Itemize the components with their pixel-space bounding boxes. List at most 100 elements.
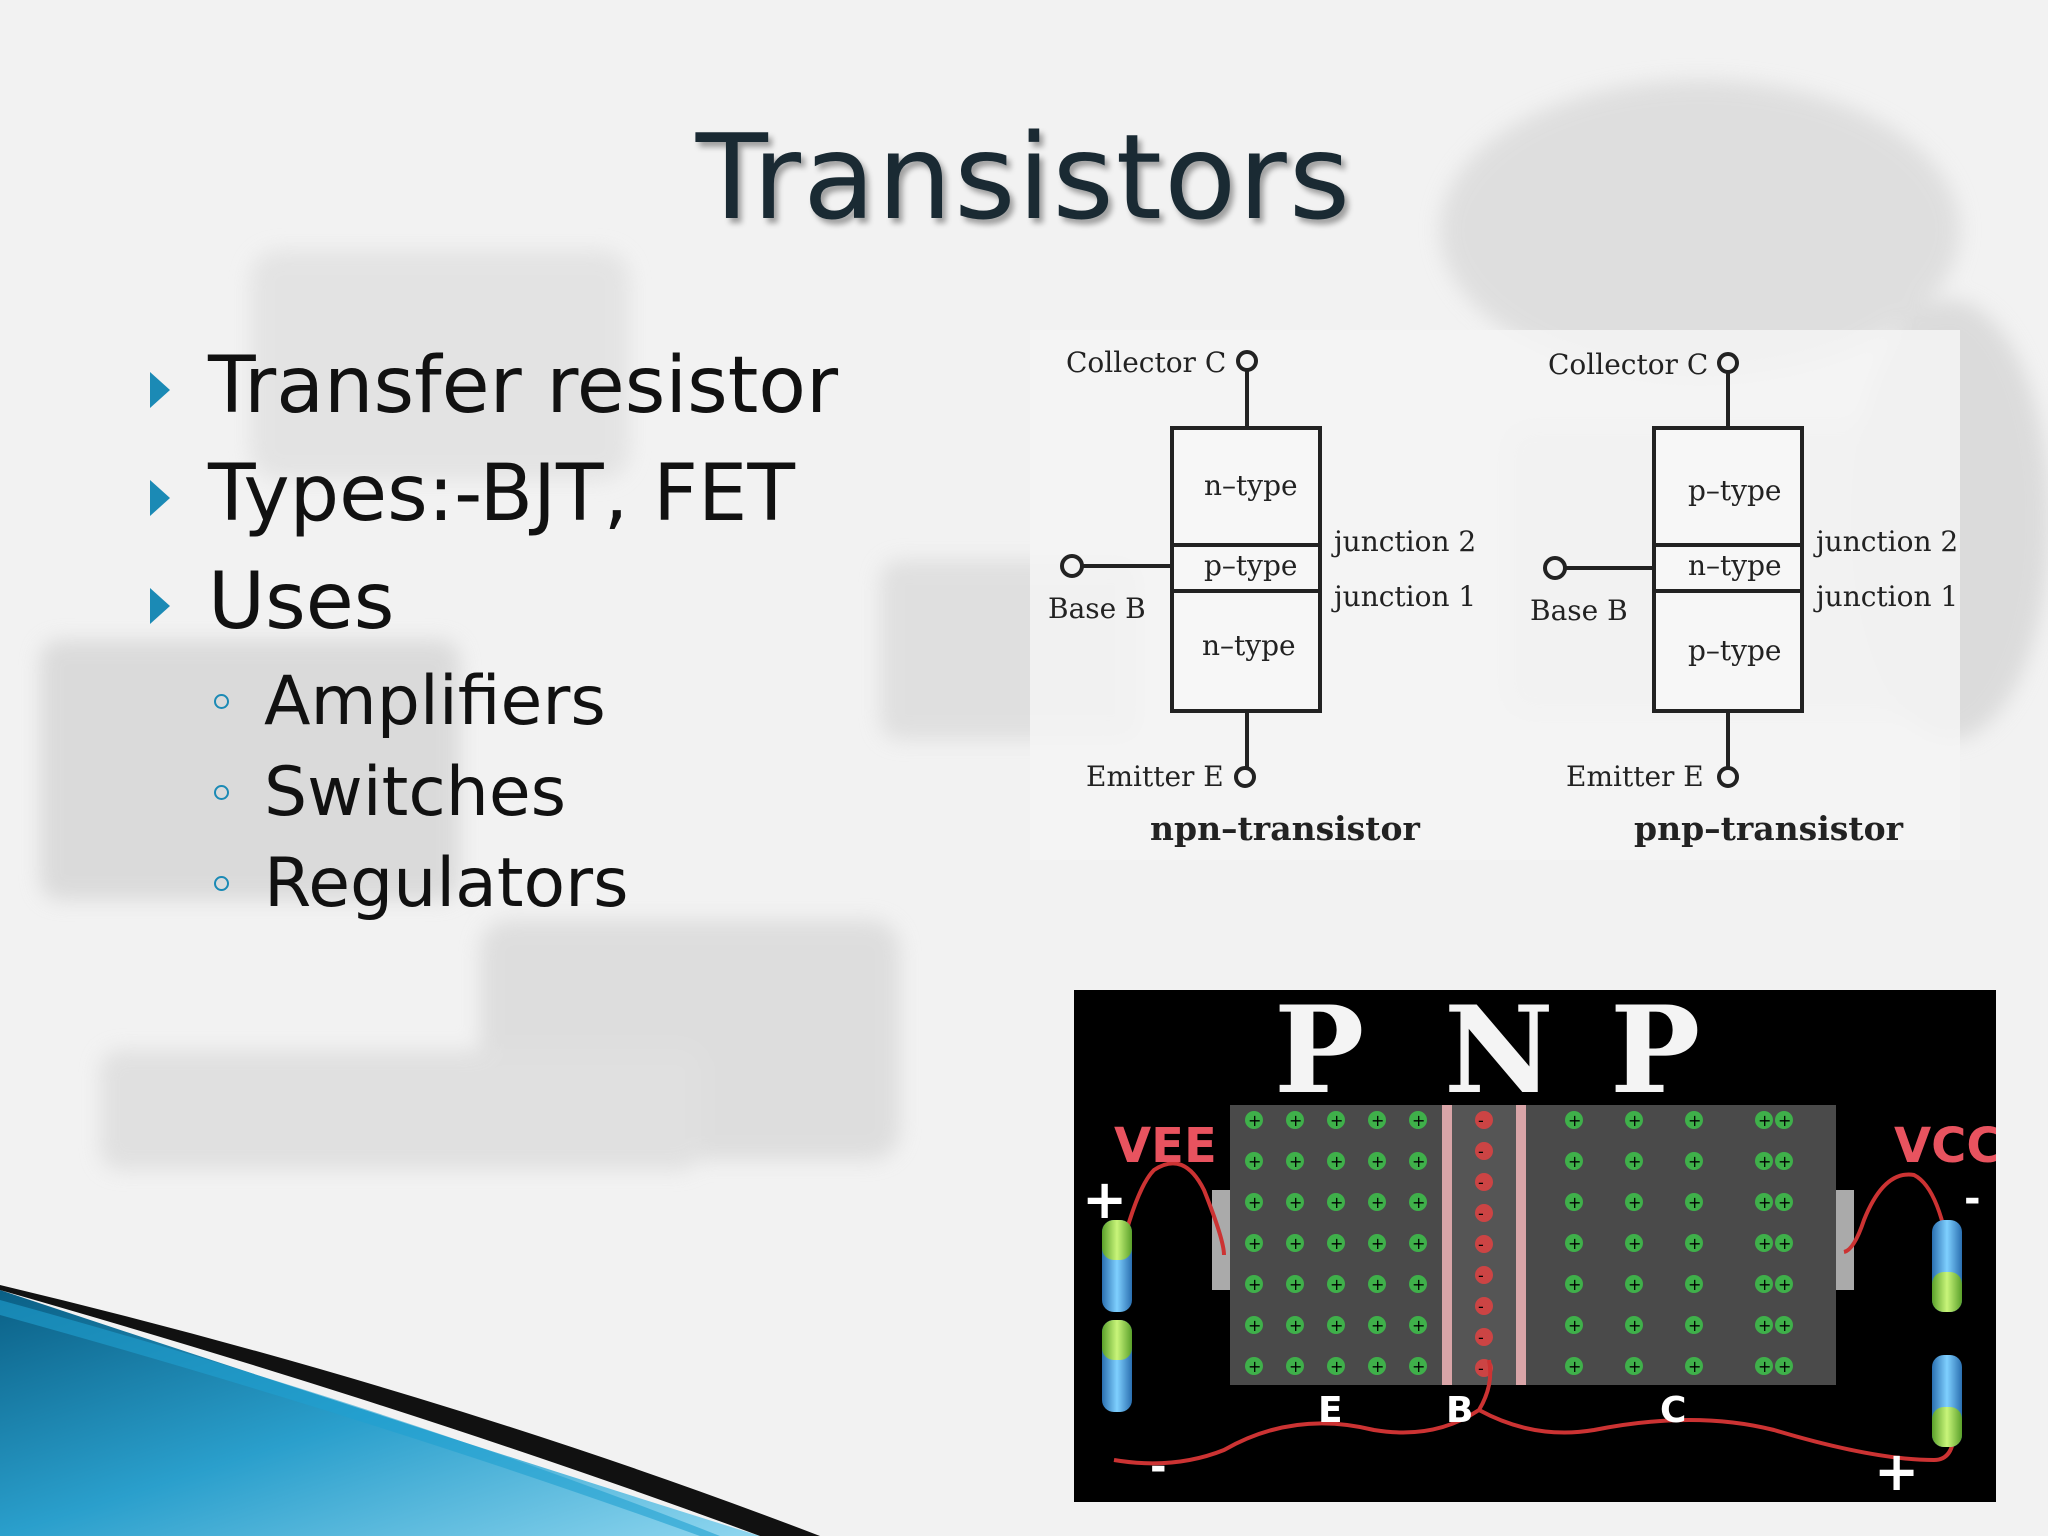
minus-sign-icon: - — [1150, 1444, 1167, 1490]
charge-sign-icon: + — [1778, 1357, 1791, 1376]
bullet-text: Types:-BJT, FET — [208, 449, 795, 539]
electron-carriers: --------- — [1475, 1111, 1493, 1378]
hole-icon — [1245, 1152, 1263, 1170]
charge-sign-icon: + — [1412, 1111, 1425, 1130]
charge-sign-icon: + — [1758, 1234, 1771, 1253]
hole-icon — [1755, 1234, 1773, 1252]
charge-sign-icon: + — [1778, 1152, 1791, 1171]
hole-icon — [1775, 1357, 1793, 1375]
charge-sign-icon: + — [1330, 1357, 1343, 1376]
charge-sign-icon: + — [1628, 1234, 1641, 1253]
vee-label: VEE — [1114, 1118, 1217, 1174]
hole-icon — [1327, 1152, 1345, 1170]
charge-sign-icon: - — [1478, 1328, 1484, 1347]
charge-sign-icon: + — [1248, 1193, 1261, 1212]
sub-bullet-item: Switches — [150, 747, 838, 838]
charge-sign-icon: + — [1371, 1275, 1384, 1294]
hole-icon — [1565, 1275, 1583, 1293]
charge-sign-icon: + — [1289, 1193, 1302, 1212]
hole-icon — [1685, 1111, 1703, 1129]
charge-sign-icon: + — [1248, 1234, 1261, 1253]
hole-icon — [1286, 1193, 1304, 1211]
charge-sign-icon: + — [1248, 1152, 1261, 1171]
ring-bullet-icon — [214, 694, 229, 709]
npn-base-label: Base B — [1048, 592, 1146, 625]
vcc-label: VCC — [1894, 1118, 1996, 1174]
charge-sign-icon: + — [1688, 1193, 1701, 1212]
charge-sign-icon: + — [1371, 1357, 1384, 1376]
hole-icon — [1625, 1275, 1643, 1293]
hole-icon — [1245, 1111, 1263, 1129]
hole-icon — [1775, 1275, 1793, 1293]
hole-icon — [1625, 1357, 1643, 1375]
electron-icon — [1475, 1235, 1493, 1253]
charge-sign-icon: + — [1330, 1193, 1343, 1212]
bullet-item: Transfer resistor — [150, 332, 838, 440]
electron-icon — [1475, 1266, 1493, 1284]
charge-sign-icon: + — [1758, 1316, 1771, 1335]
charge-sign-icon: + — [1628, 1357, 1641, 1376]
sub-bullet-item: Amplifiers — [150, 656, 838, 747]
sub-bullet-text: Amplifiers — [264, 662, 606, 741]
hole-icon — [1755, 1316, 1773, 1334]
hole-icon — [1327, 1111, 1345, 1129]
charge-sign-icon: + — [1778, 1111, 1791, 1130]
hole-icon — [1775, 1111, 1793, 1129]
electron-icon — [1475, 1204, 1493, 1222]
hole-icon — [1327, 1357, 1345, 1375]
pnp-emitter-label: Emitter E — [1566, 760, 1704, 793]
hole-icon — [1368, 1152, 1386, 1170]
charge-sign-icon: + — [1568, 1357, 1581, 1376]
hole-icon — [1685, 1193, 1703, 1211]
electron-icon — [1475, 1111, 1493, 1129]
pnp-mid-layer-label: n–type — [1688, 549, 1782, 582]
charge-sign-icon: + — [1289, 1357, 1302, 1376]
plus-sign-icon: + — [1874, 1440, 1919, 1502]
pnp-top-layer-label: p–type — [1688, 474, 1782, 507]
hole-icon — [1286, 1275, 1304, 1293]
hole-icon — [1327, 1316, 1345, 1334]
terminal-e-label: E — [1318, 1390, 1343, 1431]
npn-bottom-layer-label: n–type — [1202, 629, 1296, 662]
hole-icon — [1685, 1234, 1703, 1252]
charge-sign-icon: + — [1371, 1193, 1384, 1212]
slide-title: Transistors — [695, 108, 1353, 246]
pnp-illustration: P N P ++++++++++++++++++++++++++++++++++… — [1074, 990, 1996, 1502]
charge-sign-icon: - — [1478, 1297, 1484, 1316]
charge-sign-icon: + — [1628, 1152, 1641, 1171]
hole-icon — [1368, 1275, 1386, 1293]
electron-icon — [1475, 1142, 1493, 1160]
hole-icon — [1368, 1193, 1386, 1211]
charge-sign-icon: - — [1478, 1235, 1484, 1254]
terminal-c-label: C — [1660, 1390, 1686, 1431]
npn-mid-layer-label: p–type — [1204, 549, 1298, 582]
charge-sign-icon: - — [1478, 1266, 1484, 1285]
hole-icon — [1327, 1234, 1345, 1252]
charge-sign-icon: + — [1248, 1275, 1261, 1294]
hole-icon — [1775, 1152, 1793, 1170]
pnp-base-label: Base B — [1530, 594, 1628, 627]
charge-sign-icon: + — [1688, 1357, 1701, 1376]
electron-icon — [1475, 1173, 1493, 1191]
hole-icon — [1286, 1357, 1304, 1375]
npn-caption: npn–transistor — [1150, 809, 1421, 848]
charge-sign-icon: + — [1778, 1193, 1791, 1212]
bullet-list: Transfer resistor Types:-BJT, FET Uses A… — [150, 332, 838, 929]
charge-sign-icon: + — [1568, 1316, 1581, 1335]
hole-icon — [1685, 1316, 1703, 1334]
charge-sign-icon: - — [1478, 1173, 1484, 1192]
hole-icon — [1775, 1234, 1793, 1252]
charge-sign-icon: + — [1758, 1275, 1771, 1294]
hole-icon — [1245, 1275, 1263, 1293]
hole-icon — [1565, 1152, 1583, 1170]
hole-icon — [1755, 1152, 1773, 1170]
electron-icon — [1475, 1297, 1493, 1315]
hole-icon — [1286, 1111, 1304, 1129]
charge-sign-icon: + — [1412, 1234, 1425, 1253]
charge-sign-icon: + — [1628, 1111, 1641, 1130]
charge-sign-icon: + — [1248, 1111, 1261, 1130]
hole-icon — [1565, 1357, 1583, 1375]
charge-sign-icon: + — [1371, 1152, 1384, 1171]
charge-sign-icon: + — [1412, 1275, 1425, 1294]
